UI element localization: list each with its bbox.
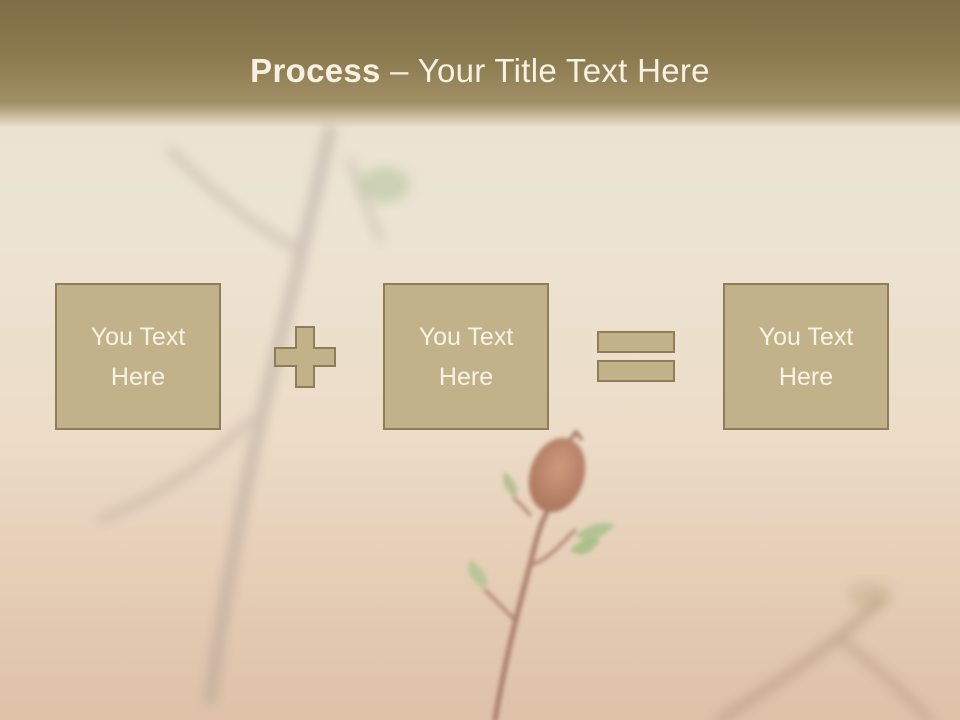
process-box-3[interactable]: You Text Here <box>723 283 889 430</box>
title-rest: – Your Title Text Here <box>380 52 710 89</box>
process-box-1-text: You Text Here <box>90 322 186 391</box>
process-box-2-text: You Text Here <box>418 322 514 391</box>
process-box-3-text: You Text Here <box>758 322 854 391</box>
plus-icon <box>274 326 336 388</box>
process-box-2[interactable]: You Text Here <box>383 283 549 430</box>
title-bar <box>0 0 960 128</box>
title-bold: Process <box>250 52 381 89</box>
process-box-1[interactable]: You Text Here <box>55 283 221 430</box>
slide-title: Process – Your Title Text Here <box>0 52 960 90</box>
equals-icon <box>597 331 675 382</box>
